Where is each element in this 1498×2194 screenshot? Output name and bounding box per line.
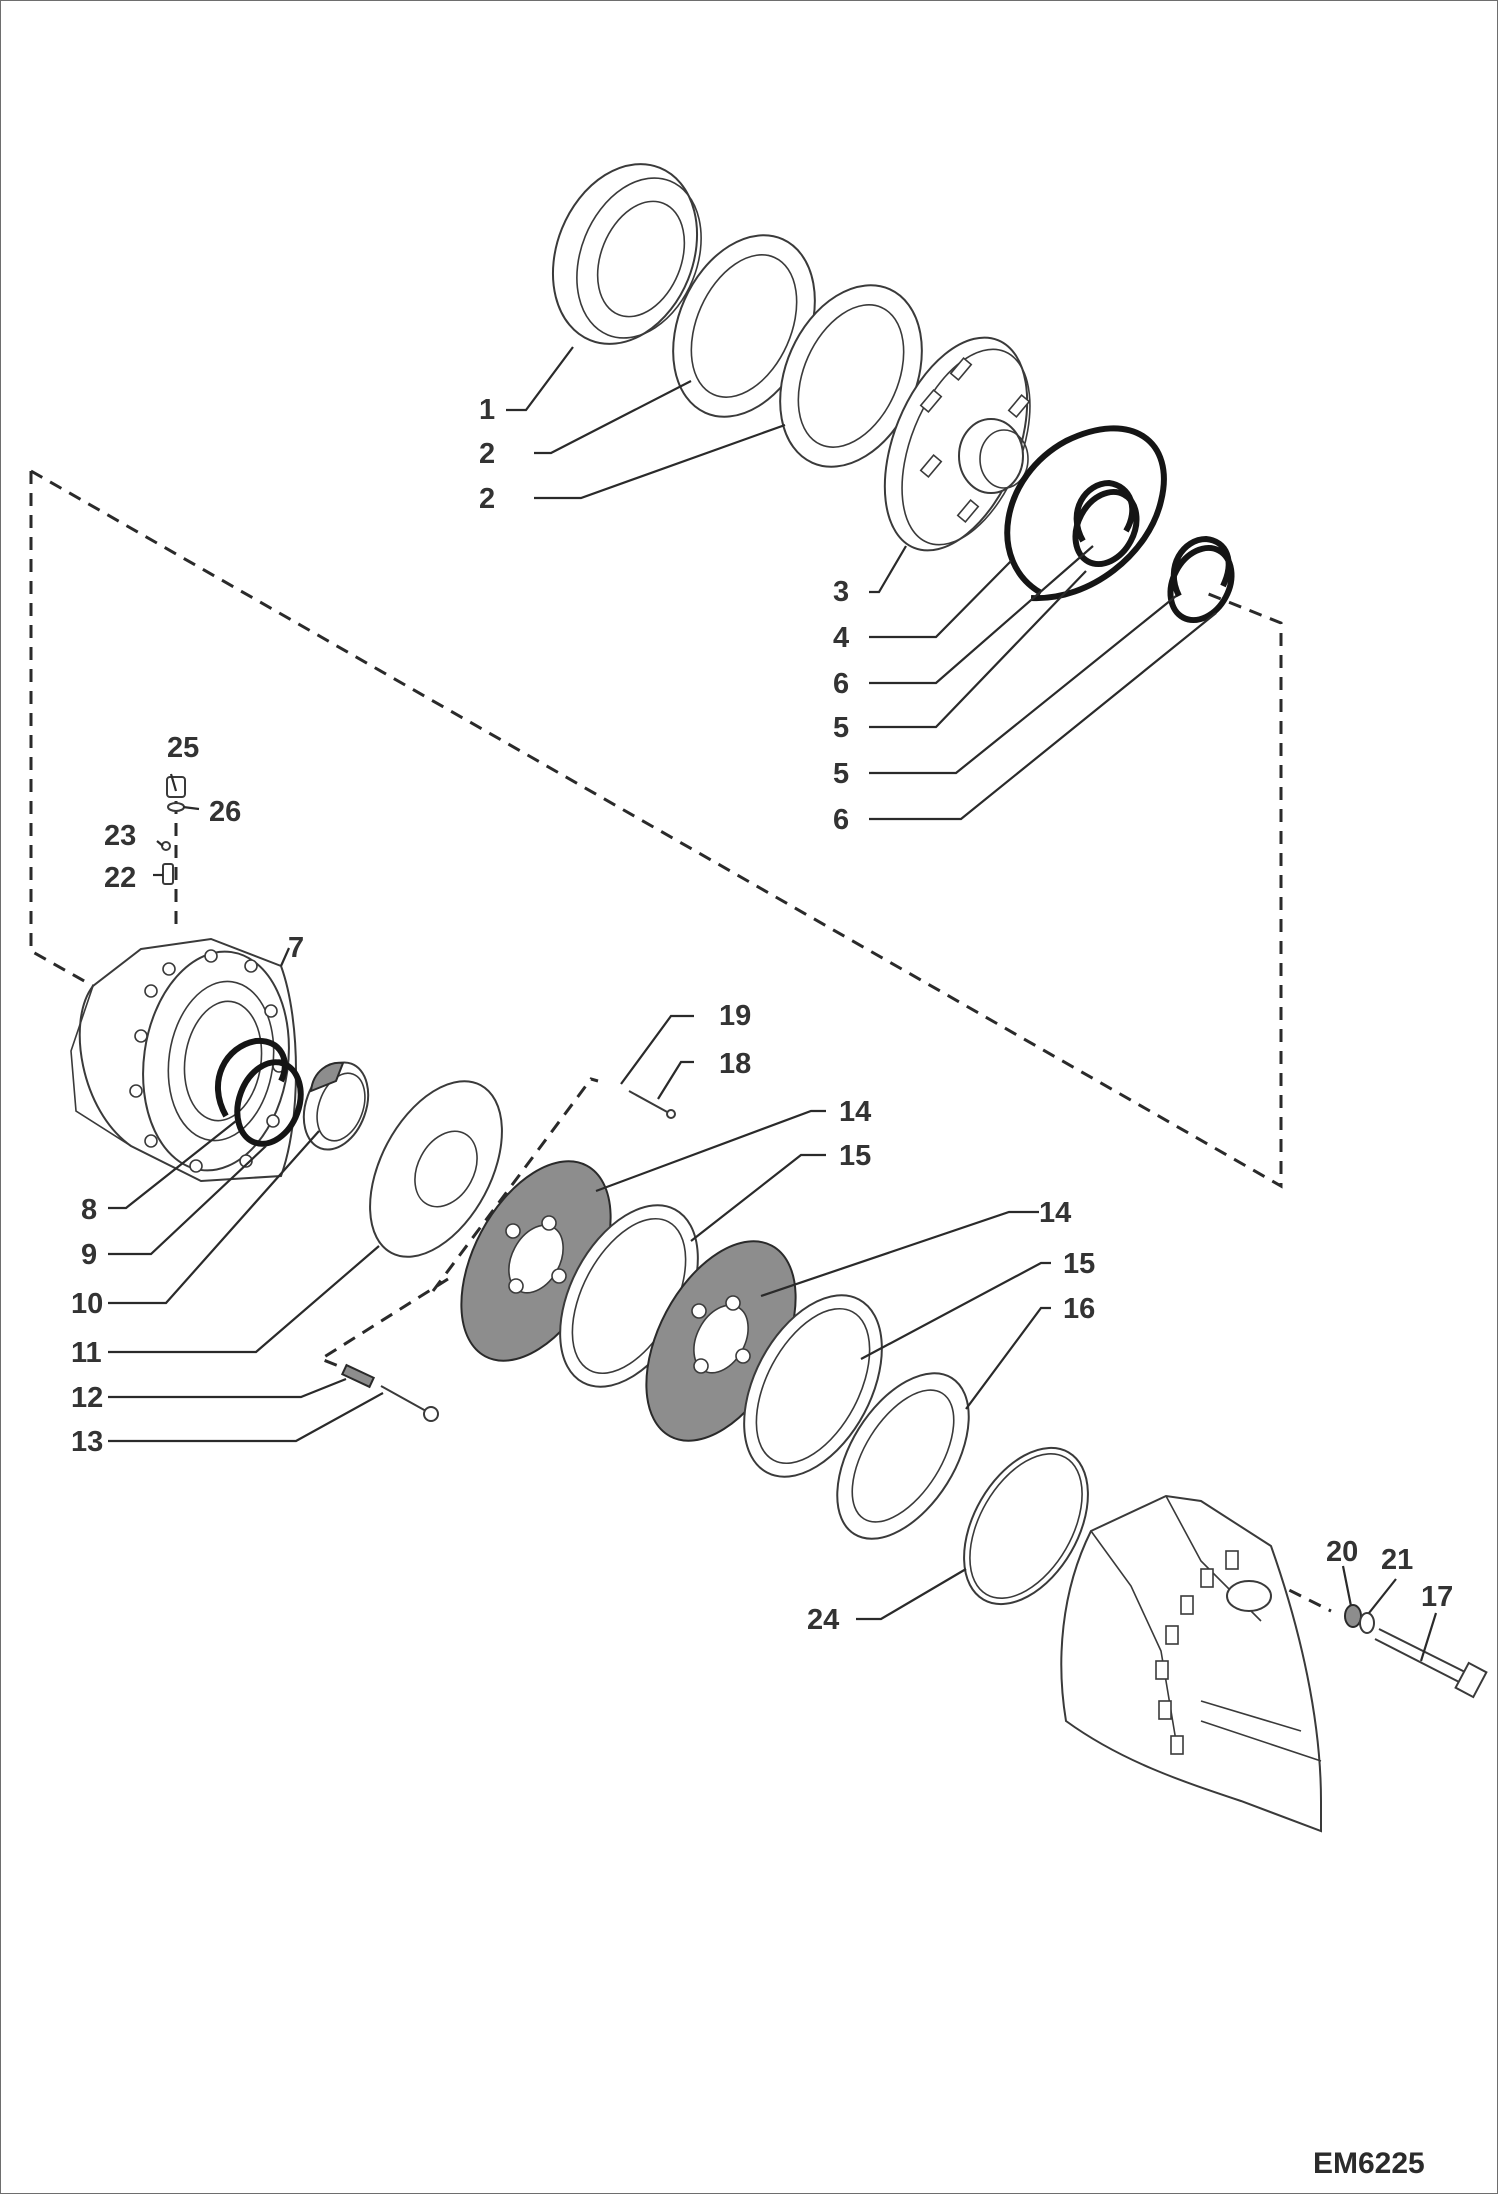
o-ring-lower-inner bbox=[969, 1453, 1083, 1599]
callout-1: 1 bbox=[479, 394, 495, 426]
callout-9: 9 bbox=[81, 1239, 97, 1271]
snap-ring-large bbox=[1004, 425, 1167, 602]
callout-14: 14 bbox=[1039, 1197, 1071, 1229]
callout-23: 23 bbox=[104, 820, 136, 852]
brake-retainer bbox=[836, 1372, 970, 1540]
callout-16: 16 bbox=[1063, 1293, 1095, 1325]
motor-housing bbox=[70, 937, 297, 1183]
final-drive-housing bbox=[1060, 1494, 1322, 1833]
o-ring-right bbox=[1167, 544, 1235, 624]
leader-lines bbox=[108, 346, 1438, 1662]
callout-24: 24 bbox=[807, 1604, 839, 1636]
callout-2: 2 bbox=[479, 483, 495, 515]
snap-ring-small-upper bbox=[1073, 479, 1136, 543]
callout-12: 12 bbox=[71, 1382, 103, 1414]
callout-14: 14 bbox=[839, 1096, 871, 1128]
callout-8: 8 bbox=[81, 1194, 97, 1226]
callout-6: 6 bbox=[833, 668, 849, 700]
o-ring-upper bbox=[1072, 488, 1140, 568]
callout-3: 3 bbox=[833, 576, 849, 608]
pin-and-spring-upper bbox=[628, 1090, 676, 1119]
callout-2: 2 bbox=[479, 438, 495, 470]
o-ring-lower bbox=[963, 1446, 1089, 1606]
shim-ring-upper bbox=[672, 234, 816, 418]
callout-25: 25 bbox=[167, 732, 199, 764]
hub-flange bbox=[883, 336, 1031, 552]
callout-18: 18 bbox=[719, 1048, 751, 1080]
cover-plate bbox=[551, 163, 702, 345]
callout-6: 6 bbox=[833, 804, 849, 836]
callout-21: 21 bbox=[1381, 1544, 1413, 1576]
callout-11: 11 bbox=[71, 1337, 102, 1369]
callout-19: 19 bbox=[719, 1000, 751, 1032]
callout-20: 20 bbox=[1326, 1536, 1358, 1568]
callout-22: 22 bbox=[104, 862, 136, 894]
callout-labels: 1 2 2 3 4 6 5 5 6 25 26 23 22 7 19 18 14… bbox=[71, 394, 1453, 1636]
drawing-code: EM6225 bbox=[1313, 2147, 1425, 2180]
housing-seals-and-bearing bbox=[214, 1037, 370, 1151]
callout-5: 5 bbox=[833, 758, 849, 790]
callout-13: 13 bbox=[71, 1426, 103, 1458]
callout-15: 15 bbox=[839, 1140, 871, 1172]
callout-7: 7 bbox=[288, 932, 304, 964]
callout-10: 10 bbox=[71, 1288, 103, 1320]
callout-26: 26 bbox=[209, 796, 241, 828]
bolt-washer-assembly bbox=[1344, 1604, 1488, 1699]
plug-and-fittings bbox=[161, 776, 186, 885]
separator-plate-lower bbox=[743, 1294, 883, 1478]
callout-15: 15 bbox=[1063, 1248, 1095, 1280]
callout-5: 5 bbox=[833, 712, 849, 744]
callout-4: 4 bbox=[833, 622, 849, 654]
spring-and-bolt-lower bbox=[340, 1363, 439, 1422]
brake-piston bbox=[369, 1080, 503, 1258]
callout-17: 17 bbox=[1421, 1581, 1453, 1613]
